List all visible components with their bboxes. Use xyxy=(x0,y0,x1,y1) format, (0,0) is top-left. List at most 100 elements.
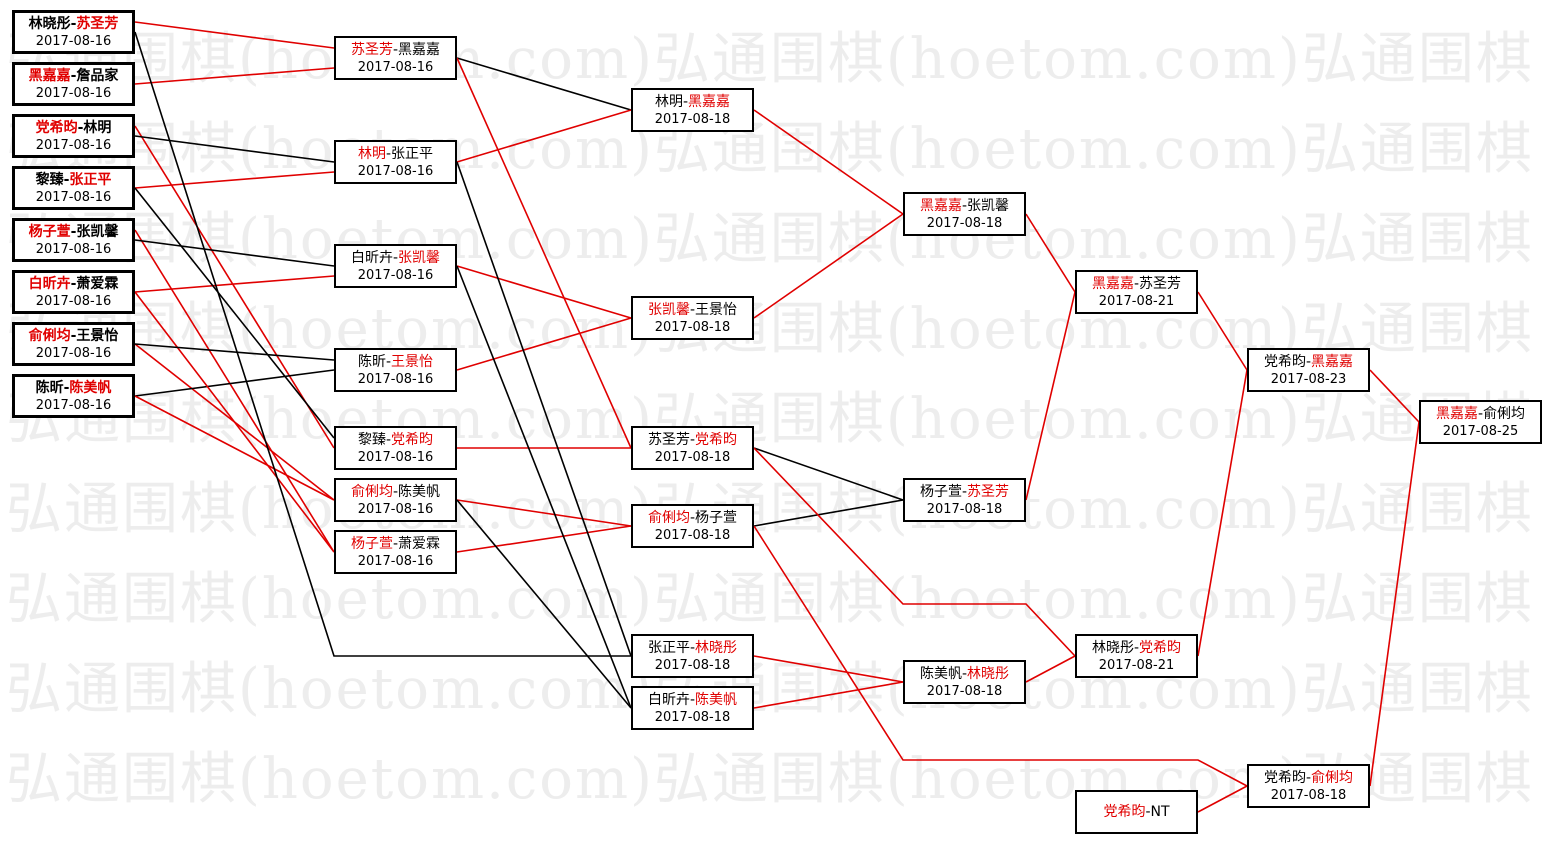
player-2: 张正平 xyxy=(391,146,434,162)
player-1: 黑嘉嘉 xyxy=(28,68,71,84)
player-1: 苏圣芳 xyxy=(350,42,393,58)
player-2: 俞俐均 xyxy=(1483,406,1526,422)
player-2: 陈美帆 xyxy=(69,380,112,396)
separator: - xyxy=(961,666,968,682)
match-date: 2017-08-18 xyxy=(926,216,1003,231)
player-2: 林明 xyxy=(83,120,112,136)
match-date: 2017-08-18 xyxy=(926,502,1003,517)
match-players: 党希昀-林明 xyxy=(15,118,132,138)
player-1: 张正平 xyxy=(647,640,690,656)
connector-line xyxy=(1025,213,1076,293)
player-1: 林晓彤 xyxy=(1091,640,1134,656)
player-1: 黑嘉嘉 xyxy=(1435,406,1478,422)
separator: - xyxy=(77,120,84,136)
player-2: 张凯馨 xyxy=(398,250,441,266)
separator: - xyxy=(1305,354,1312,370)
match-date: 2017-08-16 xyxy=(35,34,112,49)
connector-line xyxy=(456,57,632,449)
player-1: 黎臻 xyxy=(35,172,64,188)
player-1: 黑嘉嘉 xyxy=(1091,276,1134,292)
separator: - xyxy=(63,380,70,396)
match-date: 2017-08-18 xyxy=(654,320,731,335)
player-2: 党希昀 xyxy=(1139,640,1182,656)
separator: - xyxy=(689,302,696,318)
player-1: 党希昀 xyxy=(1263,770,1306,786)
match-players: 白昕卉-张凯馨 xyxy=(336,248,455,268)
match-date: 2017-08-16 xyxy=(357,164,434,179)
match-players: 张正平-林晓彤 xyxy=(633,638,752,658)
match-date: 2017-08-16 xyxy=(35,190,112,205)
match-date: 2017-08-16 xyxy=(357,60,434,75)
match-players: 林晓彤-党希昀 xyxy=(1077,638,1196,658)
player-1: 陈昕 xyxy=(357,354,386,370)
separator: - xyxy=(70,276,77,292)
player-2: 党希昀 xyxy=(695,432,738,448)
match-players: 杨子萱-张凯馨 xyxy=(15,222,132,242)
match-players: 党希昀-俞俐均 xyxy=(1249,768,1368,788)
player-2: 黑嘉嘉 xyxy=(1311,354,1354,370)
connector-line xyxy=(1197,291,1248,371)
connector-line xyxy=(753,499,904,527)
match-date: 2017-08-16 xyxy=(35,294,112,309)
match-players: 杨子萱-萧爱霖 xyxy=(336,534,455,554)
player-2: 詹品家 xyxy=(76,68,119,84)
player-1: 党希昀 xyxy=(1103,804,1146,820)
player-1: 林明 xyxy=(654,94,683,110)
player-2: 党希昀 xyxy=(391,432,434,448)
player-1: 杨子萱 xyxy=(28,224,71,240)
connector-line xyxy=(753,655,904,683)
player-2: 苏圣芳 xyxy=(76,16,119,32)
player-1: 杨子萱 xyxy=(919,484,962,500)
player-2: 萧爱霖 xyxy=(76,276,119,292)
player-2: 苏圣芳 xyxy=(1139,276,1182,292)
match-date: 2017-08-16 xyxy=(357,372,434,387)
player-1: 陈昕 xyxy=(35,380,64,396)
player-2: 张凯馨 xyxy=(967,198,1010,214)
separator: - xyxy=(689,510,696,526)
match-node[interactable]: 党希昀-NT xyxy=(1075,790,1198,834)
separator: - xyxy=(689,640,696,656)
player-1: 白昕卉 xyxy=(647,692,690,708)
connector-line xyxy=(753,213,904,319)
separator: - xyxy=(961,198,968,214)
match-players: 林明-张正平 xyxy=(336,144,455,164)
match-date: 2017-08-18 xyxy=(926,684,1003,699)
separator: - xyxy=(961,484,968,500)
match-date: 2017-08-18 xyxy=(654,658,731,673)
match-players: 林晓彤-苏圣芳 xyxy=(15,14,132,34)
connector-line xyxy=(134,67,335,85)
match-players: 黑嘉嘉-张凯馨 xyxy=(905,196,1024,216)
connector-line xyxy=(134,135,335,163)
match-players: 陈昕-王景怡 xyxy=(336,352,455,372)
match-date: 2017-08-18 xyxy=(654,528,731,543)
